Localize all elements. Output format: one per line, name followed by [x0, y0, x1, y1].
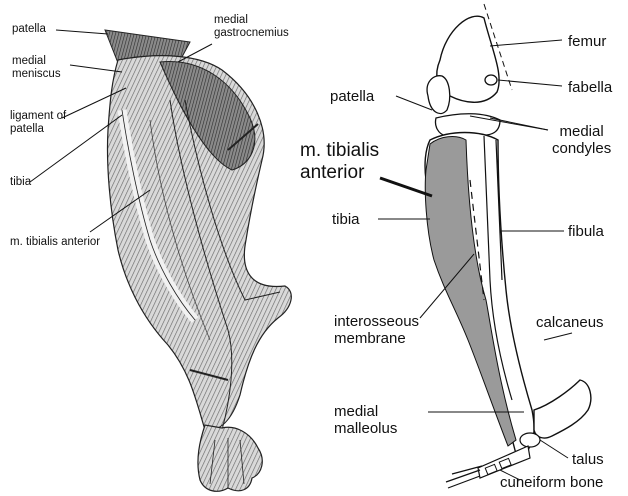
label-femur: femur	[568, 33, 606, 50]
calcaneus-bone	[534, 380, 591, 438]
label-calcaneus: calcaneus	[536, 314, 604, 331]
label-left-medial-meniscus: medial meniscus	[12, 55, 61, 81]
label-interosseous-membrane: interosseous membrane	[334, 313, 419, 347]
label-cuneiform-bone: cuneiform bone	[500, 474, 603, 491]
label-m-tibialis-anterior: m. tibialis anterior	[300, 140, 379, 184]
patella-bone	[427, 76, 450, 114]
fabella-bone	[485, 75, 497, 85]
label-left-ligament-of-patella: ligament of patella	[10, 110, 66, 136]
label-tibia: tibia	[332, 211, 360, 228]
talus-bone	[520, 433, 540, 447]
label-medial-malleolus: medial malleolus	[334, 403, 397, 437]
label-fabella: fabella	[568, 79, 612, 96]
label-left-medial-gastrocnemius: medial gastrocnemius	[214, 14, 289, 40]
label-fibula: fibula	[568, 223, 604, 240]
label-medial-condyles: medial condyles	[552, 123, 611, 157]
label-left-patella: patella	[12, 23, 46, 36]
label-talus: talus	[572, 451, 604, 468]
label-left-m-tibialis-anterior: m. tibialis anterior	[10, 236, 100, 249]
label-left-tibia: tibia	[10, 176, 31, 189]
label-patella: patella	[330, 88, 374, 105]
